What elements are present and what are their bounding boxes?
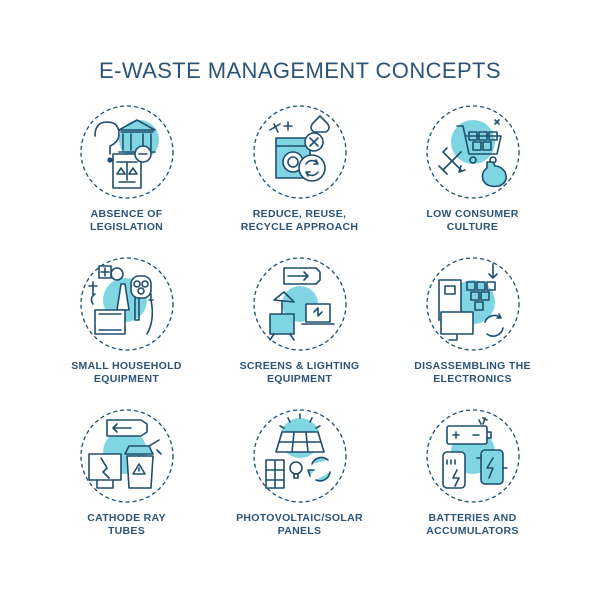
courthouse-question-icon: [77, 102, 177, 202]
solar-panel-sun-icon: [250, 406, 350, 506]
concept-card-batteries-accumulators: BATTERIES AND ACCUMULATORS: [386, 406, 559, 558]
concept-label: LOW CONSUMER: [426, 208, 519, 220]
concept-label: REDUCE, REUSE,: [252, 208, 347, 220]
concept-label: BATTERIES AND: [428, 512, 517, 524]
disassembly-monitor-icon: [423, 254, 523, 354]
concept-label: EQUIPMENT: [93, 373, 160, 385]
concept-card-disassembling-electronics: DISASSEMBLING THE ELECTRONICS: [386, 254, 559, 406]
concept-label: ELECTRONICS: [433, 373, 512, 385]
washing-machine-recycle-icon: [250, 102, 350, 202]
concept-card-photovoltaic-solar-panels: PHOTOVOLTAIC/SOLAR PANELS: [213, 406, 386, 558]
concept-label: CATHODE RAY: [87, 512, 166, 524]
lamp-laptop-icon: [250, 254, 350, 354]
concept-label: DISASSEMBLING THE: [414, 360, 531, 372]
concepts-grid: ABSENCE OF LEGISLATION REDUCE, REUSE: [40, 102, 560, 558]
concept-label: TUBES: [107, 525, 146, 537]
crt-monitor-bin-icon: [77, 406, 177, 506]
concept-label: EQUIPMENT: [266, 373, 333, 385]
concept-label: ACCUMULATORS: [426, 525, 519, 537]
concept-card-screens-lighting: SCREENS & LIGHTING EQUIPMENT: [213, 254, 386, 406]
concept-label: CULTURE: [446, 221, 499, 233]
page-title: E-WASTE MANAGEMENT CONCEPTS: [99, 58, 501, 83]
concept-label: SMALL HOUSEHOLD: [71, 360, 182, 372]
shaver-fan-toaster-icon: [77, 254, 177, 354]
concept-label: RECYCLE APPROACH: [240, 221, 359, 233]
concept-card-cathode-ray-tubes: CATHODE RAY TUBES: [40, 406, 213, 558]
concept-label: PANELS: [277, 525, 322, 537]
concept-label: ABSENCE OF: [90, 208, 163, 220]
concept-card-small-household-equipment: SMALL HOUSEHOLD EQUIPMENT: [40, 254, 213, 406]
concept-label: SCREENS & LIGHTING: [239, 360, 360, 372]
battery-powerbank-icon: [423, 406, 523, 506]
concept-card-reduce-reuse-recycle: REDUCE, REUSE, RECYCLE APPROACH: [213, 102, 386, 254]
concept-label: LEGISLATION: [89, 221, 164, 233]
concept-card-absence-of-legislation: ABSENCE OF LEGISLATION: [40, 102, 213, 254]
concept-card-low-consumer-culture: LOW CONSUMER CULTURE: [386, 102, 559, 254]
shopping-cart-bag-icon: [423, 102, 523, 202]
concept-label: PHOTOVOLTAIC/SOLAR: [236, 512, 363, 524]
